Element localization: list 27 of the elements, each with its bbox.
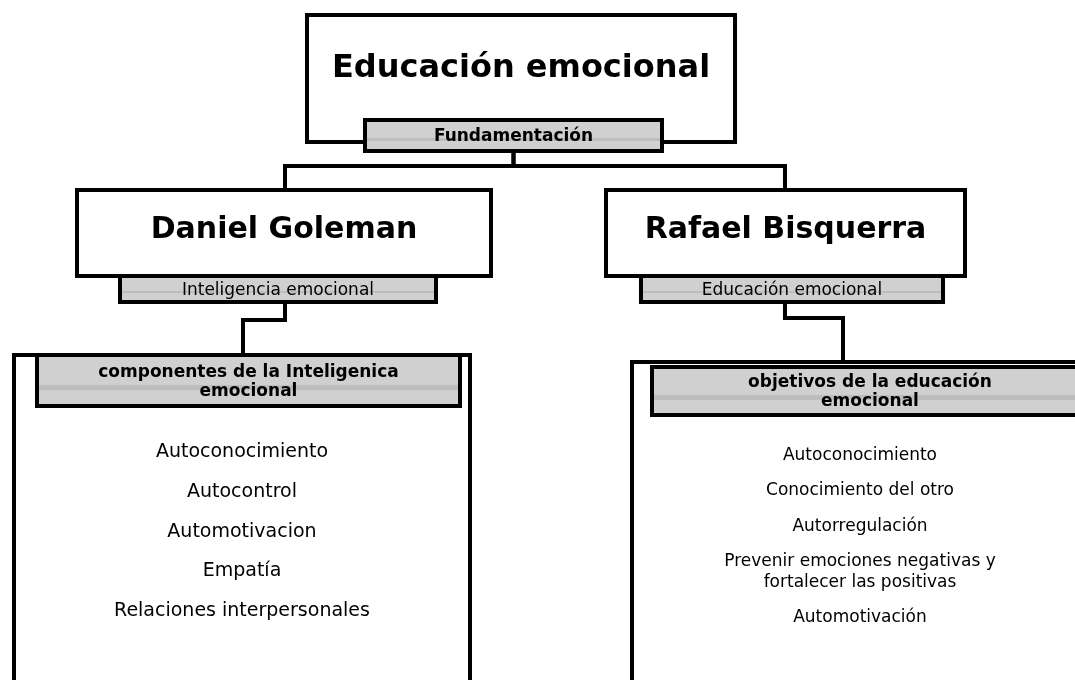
connector-line [241, 304, 287, 353]
list-item: Autoconocimiento [155, 439, 329, 462]
list-item: Relaciones interpersonales [114, 598, 370, 621]
title-box [75, 188, 493, 278]
list-item: Autoconocimiento [782, 444, 937, 465]
list-item: Automotivacion [167, 518, 317, 542]
title-text: Daniel Goleman [150, 210, 418, 246]
list-item: Autorregulación [792, 514, 928, 536]
list-item: Automotivación [793, 605, 927, 627]
subtitle-text: Fundamentación [433, 125, 594, 146]
list-box [630, 360, 1075, 680]
subtitle-text: componentes de la Inteligenica emocional [97, 361, 400, 400]
subtitle-text: Educación emocional [701, 278, 883, 300]
list-item: Conocimiento del otro [766, 479, 954, 500]
connector-line [783, 304, 845, 360]
subtitle-tab [650, 365, 1075, 417]
connector-line [511, 153, 787, 188]
list-box [12, 353, 472, 680]
list-item: Empatía [202, 558, 282, 582]
subtitle-text: objetivos de la educación emocional [747, 372, 993, 410]
subtitle-tab [363, 118, 664, 153]
list-item: Autocontrol [187, 478, 297, 502]
title-text: Rafael Bisquerra [644, 210, 927, 246]
title-box [604, 188, 967, 278]
subtitle-text: Inteligencia emocional [181, 278, 375, 300]
title-text: Educación emocional [331, 47, 711, 86]
list-item: Prevenir emociones negativas y fortalecer las positivas [723, 550, 997, 591]
